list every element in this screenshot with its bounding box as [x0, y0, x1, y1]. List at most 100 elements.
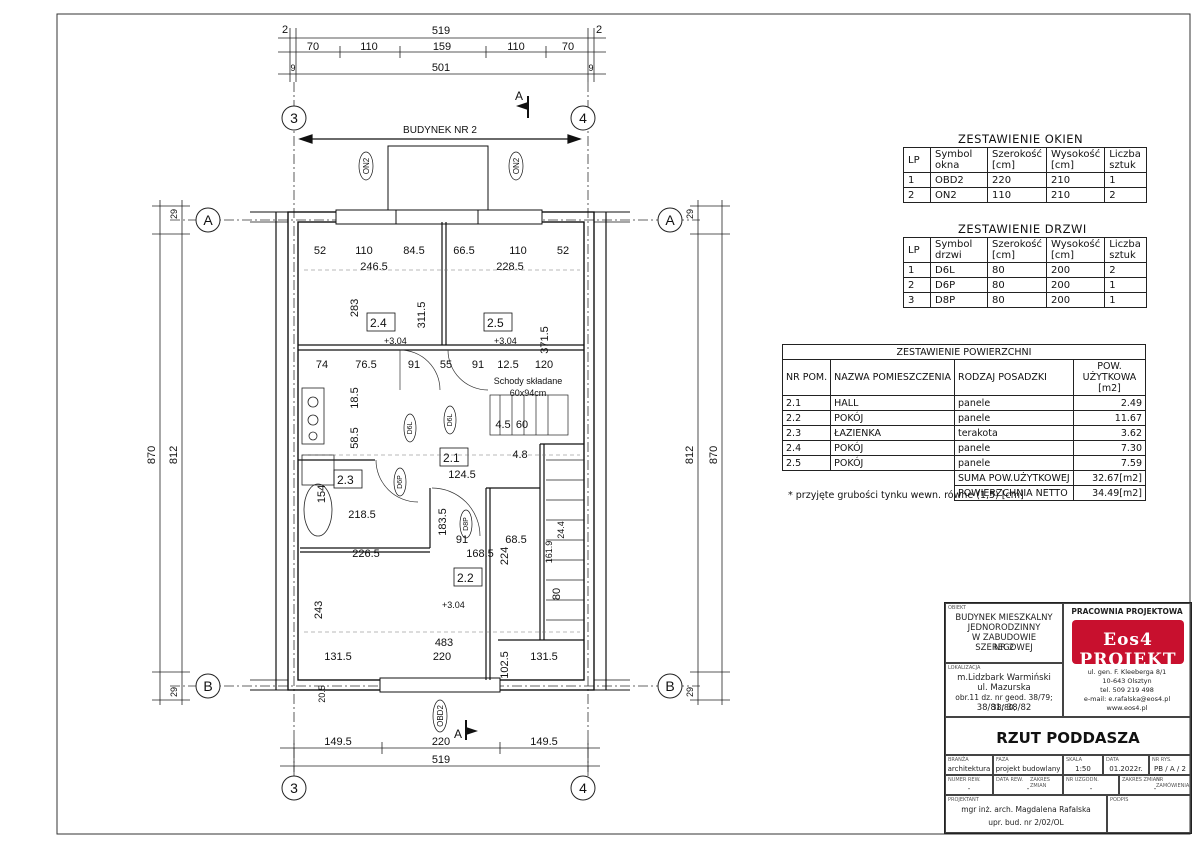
- dim-top-part-2: 110: [360, 41, 378, 53]
- dim-top-small-left: 9: [290, 63, 295, 73]
- svg-text:220: 220: [433, 651, 451, 663]
- interior-dimension-labels: 52 110 84.5 66.5 110 52 246.5 228.5 283 …: [313, 245, 569, 703]
- tb-designer: PROJEKTANT mgr inż. arch. Magdalena Rafa…: [945, 795, 1107, 833]
- table-row: 2 D6P 80 200 1: [903, 277, 1147, 293]
- interior-walls: [298, 222, 584, 680]
- table-row: 1 OBD2 220 210 1: [903, 172, 1147, 188]
- window-tag-obd2: OBD2: [436, 705, 445, 727]
- svg-text:4.8: 4.8: [512, 449, 527, 461]
- axis-3-top: 3: [290, 110, 298, 126]
- window-tag-text: ON2 ON2 OBD2: [362, 157, 521, 727]
- svg-text:371.5: 371.5: [539, 326, 551, 354]
- tb-signature: PODPIS: [1107, 795, 1191, 833]
- windows-table-header: LP Symbol okna Szerokość [cm] Wysokość […: [903, 147, 1147, 173]
- area-table: ZESTAWIENIE POWIERZCHNI NR POM. NAZWA PO…: [781, 344, 1147, 501]
- axis-b-left: B: [203, 678, 212, 694]
- building-label: BUDYNEK NR 2: [403, 125, 477, 136]
- svg-text:18.5: 18.5: [349, 387, 361, 408]
- room-2-5-id: 2.5: [487, 316, 504, 330]
- table-row: 3 D8P 80 200 1: [903, 292, 1147, 308]
- window-tag-on2-right: ON2: [512, 157, 521, 174]
- doors-table: LP Symbol drzwi Szerokość [cm] Wysokość …: [903, 237, 1147, 308]
- svg-text:52: 52: [557, 245, 569, 257]
- door-tag-marks: [393, 405, 473, 539]
- svg-text:58.5: 58.5: [349, 427, 361, 448]
- svg-text:A: A: [454, 727, 462, 741]
- dim-top-part-3: 159: [433, 41, 451, 53]
- tb-sheet: NR RYS. PB / A / 2: [1149, 755, 1191, 775]
- section-mark-top: A: [515, 89, 529, 118]
- tb-date: DATA 01.2022r.: [1103, 755, 1149, 775]
- dim-left-wall-bottom: 29: [169, 687, 179, 697]
- bottom-dimensions: [280, 740, 600, 772]
- dim-left-total: 870: [146, 446, 158, 464]
- area-net-row: POWIERZCHNIA NETTO 34.49[m2]: [783, 485, 1147, 501]
- svg-text:84.5: 84.5: [403, 245, 424, 257]
- axis-a-right: A: [665, 212, 675, 228]
- svg-text:24.4: 24.4: [556, 521, 566, 539]
- windows-table-title: ZESTAWIENIE OKIEN: [958, 132, 1084, 146]
- svg-text:68.5: 68.5: [505, 534, 526, 546]
- room-2-5-level: +3.04: [494, 336, 517, 346]
- dim-right-wall-bottom: 29: [685, 687, 695, 697]
- svg-text:120: 120: [535, 359, 553, 371]
- dim-top-edge-right: 2: [596, 24, 602, 36]
- tb-scale: SKALA 1:50: [1063, 755, 1103, 775]
- svg-text:91: 91: [408, 359, 420, 371]
- svg-text:131.5: 131.5: [530, 651, 558, 663]
- top-windows: [335, 209, 543, 225]
- axis-labels: 3 4 3 4 A A B B: [203, 110, 675, 796]
- top-dimension-labels: 2 519 2 70 110 159 110 70 501 9 9: [282, 24, 602, 74]
- dim-top-small-right: 9: [588, 63, 593, 73]
- area-sum-row: SUMA POW.UŻYTKOWEJ 32.67[m2]: [783, 470, 1147, 486]
- room-2-3-id: 2.3: [337, 473, 354, 487]
- dim-bottom-part-3: 149.5: [530, 736, 558, 748]
- dim-right-inner: 812: [684, 446, 696, 464]
- doors-table-header: LP Symbol drzwi Szerokość [cm] Wysokość …: [903, 237, 1147, 263]
- svg-text:55: 55: [440, 359, 452, 371]
- table-row: 2.4 POKÓJ panele 7.30: [781, 440, 1147, 456]
- area-table-header: NR POM. NAZWA POMIESZCZENIA RODZAJ POSAD…: [781, 359, 1147, 396]
- tb-phase: FAZA projekt budowlany: [993, 755, 1063, 775]
- dim-top-part-4: 110: [507, 41, 525, 53]
- svg-text:168.5: 168.5: [466, 548, 494, 560]
- sheet-frame: [56, 13, 1191, 835]
- section-mark-bottom: A: [454, 720, 478, 741]
- room-2-1-id: 2.1: [443, 451, 460, 465]
- tb-drawing-title: RZUT PODDASZA: [945, 717, 1191, 755]
- axis-4-top: 4: [579, 110, 587, 126]
- door-tag-d6p: D6P: [397, 475, 404, 489]
- dim-left-wall-top: 29: [169, 209, 179, 219]
- svg-text:246.5: 246.5: [360, 261, 388, 273]
- axis-4-bottom: 4: [579, 780, 587, 796]
- table-row: 2.5 POKÓJ panele 7.59: [781, 455, 1147, 471]
- dim-right-total: 870: [708, 446, 720, 464]
- title-block: OBIEKT BUDYNEK MIESZKALNY JEDNORODZINNY …: [944, 602, 1192, 834]
- svg-text:124.5: 124.5: [448, 469, 476, 481]
- dim-top-part-1: 70: [307, 41, 319, 53]
- svg-text:60: 60: [516, 419, 528, 431]
- svg-text:311.5: 311.5: [416, 302, 428, 329]
- folding-stairs: [489, 394, 584, 621]
- roof-box: [387, 145, 489, 213]
- svg-text:102.5: 102.5: [499, 651, 511, 679]
- svg-text:183.5: 183.5: [437, 508, 449, 536]
- dim-right-wall-top: 29: [685, 209, 695, 219]
- dim-top-part-5: 70: [562, 41, 574, 53]
- dim-bottom-total: 519: [432, 754, 450, 766]
- tb-agreement: NR UZGODN. -: [1063, 775, 1119, 795]
- svg-text:218.5: 218.5: [348, 509, 376, 521]
- table-row: 2.1 HALL panele 2.49: [781, 395, 1147, 411]
- axis-b-right: B: [665, 678, 674, 694]
- dim-left-inner: 812: [168, 446, 180, 464]
- room-2-4-level: +3.04: [384, 336, 407, 346]
- svg-text:228.5: 228.5: [496, 261, 524, 273]
- tb-rev-date: DATA REW. ZAKRES ZMIAN -: [993, 775, 1063, 795]
- dim-bottom-part-1: 149.5: [324, 736, 352, 748]
- svg-text:91: 91: [472, 359, 484, 371]
- svg-text:A: A: [515, 89, 523, 103]
- table-row: 1 D6L 80 200 2: [903, 262, 1147, 278]
- area-table-title: ZESTAWIENIE POWIERZCHNI: [782, 344, 1146, 360]
- stairs-label: Schody składane: [494, 376, 563, 386]
